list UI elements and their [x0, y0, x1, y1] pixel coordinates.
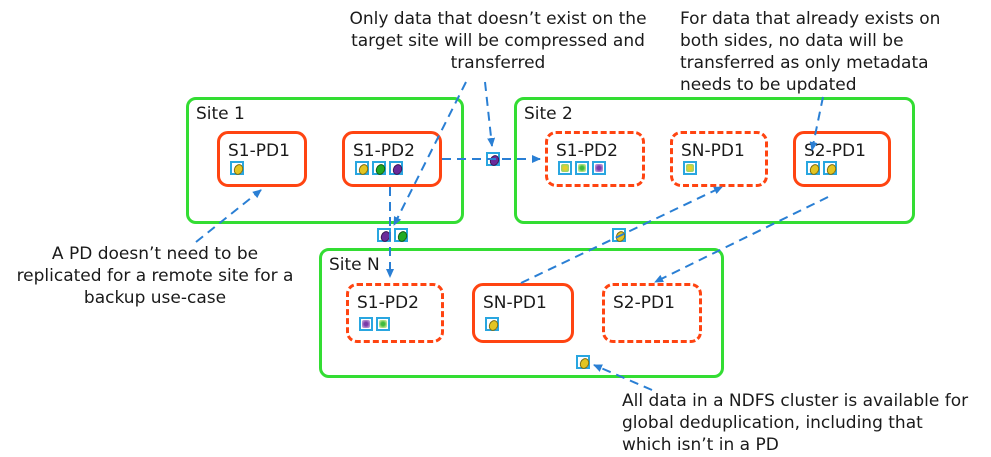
- data-blocks: [359, 317, 390, 331]
- data-blocks: [683, 161, 697, 175]
- replication-arrow: [520, 186, 723, 284]
- annotation-line: transferred: [450, 53, 546, 73]
- annotation-line: backup use-case: [83, 288, 227, 308]
- data-block-icon: [683, 161, 697, 175]
- data-block-icon: [575, 161, 589, 175]
- pd-label: S2-PD1: [804, 141, 866, 161]
- annotation-no-replication: A PD doesn’t need to be replicated for a…: [4, 243, 306, 309]
- annotation-line: which isn’t in a PD: [622, 435, 779, 455]
- site-2-label: Site 2: [524, 104, 573, 124]
- annotation-existing-data: For data that already exists on both sid…: [680, 8, 956, 96]
- data-blocks: [355, 161, 403, 175]
- data-block-icon: [389, 161, 403, 175]
- pd-s1-pd2-replica: S1-PD2: [346, 283, 444, 343]
- site-n-label: Site N: [329, 255, 380, 275]
- callout-arrow: [593, 364, 653, 391]
- site-n-box: Site N S1-PD2 SN-PD1 S2-PD1: [319, 248, 724, 378]
- pd-s2-pd1: S2-PD1: [793, 131, 891, 187]
- data-blocks: [485, 317, 499, 331]
- data-block-icon: [592, 161, 606, 175]
- data-block-icon: [558, 161, 572, 175]
- data-block-icon: [376, 317, 390, 331]
- pd-label: S1-PD2: [556, 141, 618, 161]
- annotation-line: target site will be compressed and: [351, 31, 645, 51]
- annotation-line: global deduplication, including that: [622, 413, 923, 433]
- annotation-line: transferred as only metadata: [680, 53, 929, 73]
- callout-arrow: [393, 81, 467, 226]
- pd-label: SN-PD1: [681, 141, 745, 161]
- data-block-icon: [359, 317, 373, 331]
- pd-label: S2-PD1: [613, 293, 675, 313]
- callout-arrow: [195, 189, 262, 243]
- annotation-line: A PD doesn’t need to be: [51, 244, 259, 264]
- pd-s1-pd2-replica: S1-PD2: [545, 131, 645, 187]
- pd-sn-pd1-replica: SN-PD1: [670, 131, 768, 187]
- data-block-icon: [806, 161, 820, 175]
- annotation-line: needs to be updated: [680, 75, 857, 95]
- pd-label: S1-PD2: [357, 293, 419, 313]
- pd-label: S1-PD1: [228, 141, 290, 161]
- transfer-block-icon: [612, 228, 626, 242]
- data-block-icon: [394, 228, 408, 242]
- data-block-icon: [485, 317, 499, 331]
- data-blocks: [230, 161, 244, 175]
- site-2-box: Site 2 S1-PD2 SN-PD1 S2-PD1: [514, 97, 915, 224]
- site-1-label: Site 1: [196, 104, 245, 124]
- pd-label: SN-PD1: [483, 293, 547, 313]
- data-block-icon: [823, 161, 837, 175]
- callout-arrow: [809, 96, 824, 151]
- annotation-line: replicated for a remote site for a: [16, 266, 294, 286]
- data-block-icon: [372, 161, 386, 175]
- data-blocks: [558, 161, 606, 175]
- pd-s1-pd1: S1-PD1: [217, 131, 307, 187]
- data-block-icon: [230, 161, 244, 175]
- annotation-line: For data that already exists on: [680, 9, 941, 29]
- replication-arrow: [654, 196, 829, 283]
- annotation-line: All data in a NDFS cluster is available …: [622, 391, 969, 411]
- data-block-icon: [355, 161, 369, 175]
- annotation-line: both sides, no data will be: [680, 31, 904, 51]
- pd-label: S1-PD2: [353, 141, 415, 161]
- unprotected-block-icon: [576, 355, 590, 369]
- annotation-global-dedup: All data in a NDFS cluster is available …: [622, 390, 990, 456]
- pd-s1-pd2: S1-PD2: [342, 131, 442, 187]
- data-blocks: [806, 161, 837, 175]
- site-1-box: Site 1 S1-PD1 S1-PD2: [186, 97, 464, 224]
- annotation-line: Only data that doesn’t exist on the: [349, 9, 647, 29]
- pd-s2-pd1-replica: S2-PD1: [602, 283, 702, 343]
- callout-arrow: [484, 81, 496, 147]
- annotation-new-data: Only data that doesn’t exist on the targ…: [318, 8, 678, 74]
- pd-sn-pd1: SN-PD1: [472, 283, 574, 343]
